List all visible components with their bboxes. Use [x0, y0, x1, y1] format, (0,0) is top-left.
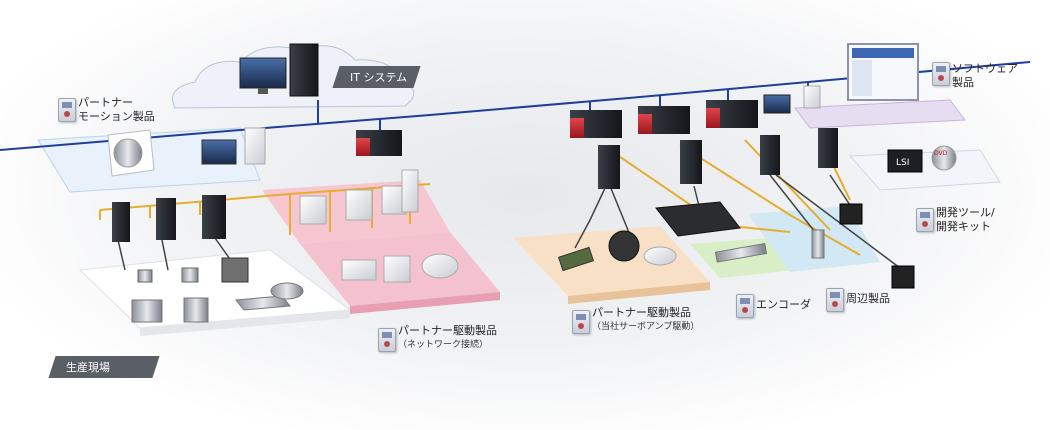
dvd-disc-text: DVD [934, 150, 948, 157]
servo-amp-1 [112, 202, 130, 242]
peripheral-text: 周辺製品 [846, 292, 890, 305]
peripheral-motor-2 [891, 265, 915, 289]
it-server-tower [289, 43, 319, 97]
encoder-label: エンコーダ [756, 298, 811, 312]
nw-actuator-1 [341, 259, 377, 281]
peripheral-icon [826, 288, 844, 312]
nw-drive-2 [345, 189, 373, 221]
nw-drive-4 [401, 169, 419, 213]
servo-amp-5 [680, 140, 702, 184]
software-pc [803, 85, 821, 109]
it-monitor-stand [258, 88, 268, 94]
software-screen-window [852, 48, 914, 58]
controller-left [356, 130, 402, 156]
partner-motion-icon [58, 98, 76, 122]
software-monitor-small [763, 94, 791, 114]
servo-partner-table [643, 246, 677, 266]
software-label: ソフトウェア 製品 [952, 62, 1018, 90]
servo-amp-7 [818, 128, 838, 168]
actuator-2 [183, 297, 209, 323]
it-system-text: IT システム [350, 71, 408, 84]
xy-stage [655, 201, 741, 237]
partner-drive-servo-line1: パートナー駆動製品 [592, 306, 691, 319]
linear-stage [235, 295, 291, 311]
controller-3 [706, 100, 758, 128]
software-label-line2: 製品 [952, 76, 974, 89]
encoder-icon [736, 294, 754, 318]
nw-drive-1 [299, 195, 327, 225]
servo-amp-2 [156, 198, 176, 240]
network-drive-platform-edge [350, 292, 500, 314]
partner-motion-line1: パートナー [78, 96, 133, 109]
controller-1 [570, 110, 622, 138]
partner-drive-servo-label: パートナー駆動製品 （当社サーボアンプ駆動） [592, 306, 699, 334]
partner-motion-line2: モーション製品 [78, 110, 155, 123]
dev-tools-icon [916, 208, 934, 232]
dvd-disc [931, 145, 957, 171]
dev-tools-line2: 開発キット [936, 220, 991, 233]
servo-amp-4 [598, 145, 620, 189]
dev-tools-platform [848, 149, 1001, 191]
servo-partner-rotary [608, 230, 640, 262]
dev-tools-label: 開発ツール/ 開発キット [936, 206, 995, 234]
dev-tools-line1: 開発ツール/ [936, 206, 995, 219]
production-site-text: 生産現場 [66, 361, 110, 374]
lsi-chip-text: LSI [896, 158, 909, 168]
actuator-1 [131, 299, 163, 323]
partner-motion-label: パートナー モーション製品 [78, 96, 155, 124]
partner-drive-network-line1: パートナー駆動製品 [398, 324, 497, 337]
it-system-label: IT システム [332, 66, 421, 88]
peripheral-sensor [811, 229, 825, 259]
rotary-table [270, 282, 304, 300]
it-monitor [239, 57, 287, 89]
controller-2 [638, 106, 690, 134]
software-product-icon [932, 62, 950, 86]
nw-rotary [421, 253, 459, 279]
partner-drive-network-label: パートナー駆動製品 （ネットワーク接続） [398, 324, 497, 352]
servo-partner-motor [557, 246, 595, 272]
software-label-line1: ソフトウェア [952, 62, 1018, 75]
servo-drive-platform-edge [568, 282, 710, 304]
servo-amp-3 [202, 195, 226, 239]
motion-monitor [201, 139, 237, 165]
peripheral-label: 周辺製品 [846, 292, 890, 306]
motor-2 [181, 267, 199, 283]
peripheral-motor-1 [839, 203, 863, 225]
lsi-chip [887, 149, 923, 173]
motion-pc [244, 127, 266, 165]
partner-drive-network-icon [378, 328, 396, 352]
nw-actuator-2 [383, 255, 411, 283]
software-platform [794, 99, 966, 129]
partner-drive-servo-icon [572, 310, 590, 334]
production-site-label: 生産現場 [48, 356, 160, 378]
encoder-text: エンコーダ [756, 298, 811, 311]
gray-cables [117, 174, 901, 271]
production-floor-edge [140, 310, 350, 336]
motor-1 [137, 269, 153, 283]
partner-drive-network-line2: （ネットワーク接続） [398, 340, 489, 350]
servo-drive-platform [513, 226, 710, 296]
motion-cd-disc [113, 138, 143, 168]
software-screen-panel [852, 60, 872, 96]
motor-3 [221, 257, 249, 283]
encoder-linear [714, 242, 768, 263]
servo-amp-6 [760, 135, 780, 175]
partner-drive-servo-line2: （当社サーボアンプ駆動） [592, 322, 700, 332]
